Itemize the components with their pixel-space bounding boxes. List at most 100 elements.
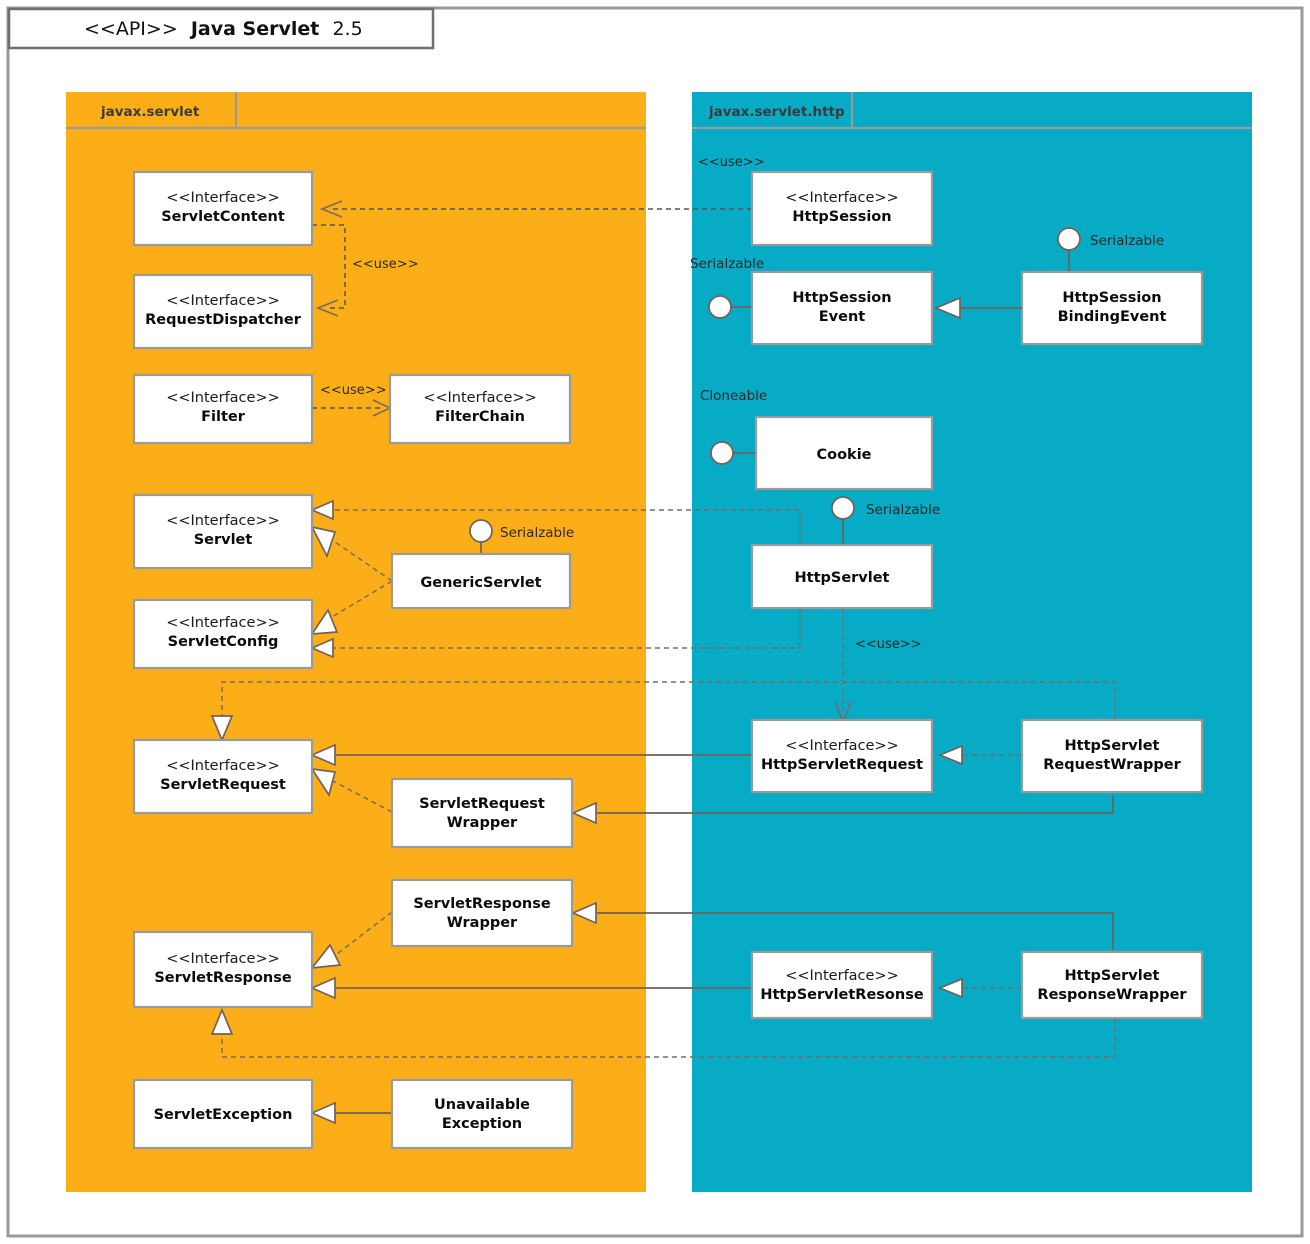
class-request-dispatcher[interactable]: <<Interface>> RequestDispatcher: [132, 273, 314, 350]
class-stereotype: <<Interface>>: [785, 190, 899, 206]
class-name: HttpSession: [1062, 290, 1161, 306]
class-name: ServletRequest: [419, 796, 545, 812]
class-stereotype: <<Interface>>: [785, 968, 899, 984]
class-stereotype: <<Interface>>: [166, 951, 280, 967]
rel-respwrapper-httpservletresponse: [937, 977, 1022, 999]
lolli-label-serializable-sessionevent: Serialzable: [690, 256, 764, 272]
class-stereotype: <<Interface>>: [166, 615, 280, 631]
class-name: ServletConfig: [168, 634, 279, 650]
class-name: ServletResponse: [413, 896, 551, 912]
rel-httpservletrequest-servletrequest-line: [309, 743, 752, 767]
package-javax-servlet-http: javax.servlet.http: [692, 92, 1252, 1192]
class-name: HttpServletRequest: [761, 757, 923, 773]
class-stereotype: <<Interface>>: [785, 738, 899, 754]
class-name: ServletException: [154, 1107, 293, 1123]
class-name: HttpSession: [792, 209, 891, 225]
class-name: HttpServlet: [795, 570, 890, 586]
class-servlet-exception[interactable]: ServletException: [132, 1078, 314, 1150]
class-generic-servlet[interactable]: GenericServlet: [390, 552, 572, 610]
lolli-cookie: Cloneable: [700, 388, 767, 465]
class-stereotype: <<Interface>>: [423, 390, 537, 406]
class-filter[interactable]: <<Interface>> Filter: [132, 373, 314, 445]
package-label-javax-servlet: javax.servlet: [100, 104, 200, 120]
class-stereotype: <<Interface>>: [166, 293, 280, 309]
class-http-session[interactable]: <<Interface>> HttpSession: [750, 170, 934, 247]
class-name: Filter: [201, 409, 246, 425]
edge-label-use-httpservlet: <<use>>: [855, 637, 922, 652]
class-cookie[interactable]: Cookie: [754, 415, 934, 491]
class-servlet-config[interactable]: <<Interface>> ServletConfig: [132, 598, 314, 670]
rel-reqwrapper-httpservletrequest: [937, 744, 1022, 766]
class-servlet-response-wrapper[interactable]: ServletResponse Wrapper: [390, 878, 574, 948]
lolli-generic-servlet: Serialzable: [469, 519, 574, 554]
class-unavailable-exception[interactable]: Unavailable Exception: [390, 1078, 574, 1150]
title-stereotype: <<API>>: [84, 18, 178, 40]
rel-httpservletresponse-servletresponse: [210, 1007, 1116, 1058]
class-http-servlet-request[interactable]: <<Interface>> HttpServletRequest: [750, 718, 934, 794]
title-version: 2.5: [332, 18, 362, 40]
title-box: [7, 7, 435, 50]
class-name: Cookie: [816, 447, 871, 463]
lolli-label-serializable-bindingevent: Serialzable: [1090, 233, 1164, 249]
class-name-line2: BindingEvent: [1058, 309, 1167, 325]
class-name-line2: Wrapper: [447, 915, 518, 931]
rel-httpsession-uses-servletcontent: <<use>>: [319, 155, 765, 218]
class-filter-chain[interactable]: <<Interface>> FilterChain: [388, 373, 572, 445]
title-name: Java Servlet: [189, 18, 320, 40]
class-name-line2: Wrapper: [447, 815, 518, 831]
rel-servletcontent-requestdispatcher: <<use>>: [312, 224, 419, 317]
class-name: Unavailable: [434, 1097, 530, 1113]
diagram-title: <<API>> Java Servlet 2.5: [84, 18, 363, 40]
rel-httpservletrequest-servletrequest: [210, 681, 1116, 743]
class-http-servlet-response-wrapper[interactable]: HttpServlet ResponseWrapper: [1020, 950, 1204, 1020]
edge-label-use-httpsession: <<use>>: [698, 155, 765, 170]
edge-label-use-dispatcher: <<use>>: [352, 257, 419, 272]
class-name: FilterChain: [435, 409, 525, 425]
rel-reqwrapper-servletrequestwrapper: [570, 795, 1114, 825]
rel-genericservlet-servletconfig: [310, 580, 393, 635]
class-name: Servlet: [194, 532, 253, 548]
package-label-javax-servlet-http: javax.servlet.http: [708, 104, 845, 120]
lolli-label-cloneable: Cloneable: [700, 388, 767, 404]
rel-genericservlet-servlet: [310, 525, 393, 582]
class-name-line2: RequestWrapper: [1043, 757, 1181, 773]
rel-bindingevent-sessionevent: [933, 296, 1022, 320]
class-name: ServletResponse: [154, 970, 292, 986]
class-servlet-request-wrapper[interactable]: ServletRequest Wrapper: [390, 777, 574, 849]
lolli-label-serializable-httpservlet: Serialzable: [866, 502, 940, 518]
class-name: ServletContent: [161, 209, 285, 225]
class-name: GenericServlet: [420, 575, 541, 591]
lolli-label-serializable-genericservlet: Serialzable: [500, 525, 574, 541]
rel-httpservlet-servlet: [309, 499, 801, 545]
class-http-session-binding-event[interactable]: HttpSession BindingEvent: [1020, 270, 1204, 346]
class-servlet-request[interactable]: <<Interface>> ServletRequest: [132, 738, 314, 815]
class-name-line2: ResponseWrapper: [1037, 987, 1187, 1003]
rel-httpservletresponse-servletresponse-line: [309, 976, 752, 1000]
rel-httpservlet-servletconfig: [309, 608, 801, 659]
lolli-http-session-event: Serialzable: [690, 256, 764, 319]
class-name-line2: Event: [819, 309, 866, 325]
class-http-servlet-response[interactable]: <<Interface>> HttpServletResonse: [750, 950, 934, 1020]
rel-unavailable-servletexception: [309, 1101, 392, 1125]
class-http-session-event[interactable]: HttpSession Event: [750, 270, 934, 346]
class-stereotype: <<Interface>>: [166, 513, 280, 529]
class-name: HttpServlet: [1065, 968, 1160, 984]
rel-respwrapper-servletresponsewrapper: [570, 901, 1114, 950]
class-servlet-response[interactable]: <<Interface>> ServletResponse: [132, 930, 314, 1009]
class-stereotype: <<Interface>>: [166, 758, 280, 774]
class-name: HttpServletResonse: [760, 987, 924, 1003]
class-servlet-content[interactable]: <<Interface>> ServletContent: [132, 170, 314, 247]
class-servlet[interactable]: <<Interface>> Servlet: [132, 493, 314, 570]
class-http-servlet[interactable]: HttpServlet: [750, 543, 934, 610]
class-name: HttpServlet: [1065, 738, 1160, 754]
rel-servletresponsewrapper-servletresponse: [310, 911, 393, 970]
class-http-servlet-request-wrapper[interactable]: HttpServlet RequestWrapper: [1020, 718, 1204, 794]
lolli-http-session-binding-event: Serialzable: [1057, 227, 1164, 272]
class-stereotype: <<Interface>>: [166, 190, 280, 206]
edge-label-use-filter: <<use>>: [320, 383, 387, 398]
lolli-http-servlet: Serialzable: [831, 496, 940, 545]
rel-servletrequestwrapper-servletrequest: [310, 767, 393, 813]
class-name: ServletRequest: [160, 777, 286, 793]
class-name-line2: Exception: [442, 1116, 522, 1132]
